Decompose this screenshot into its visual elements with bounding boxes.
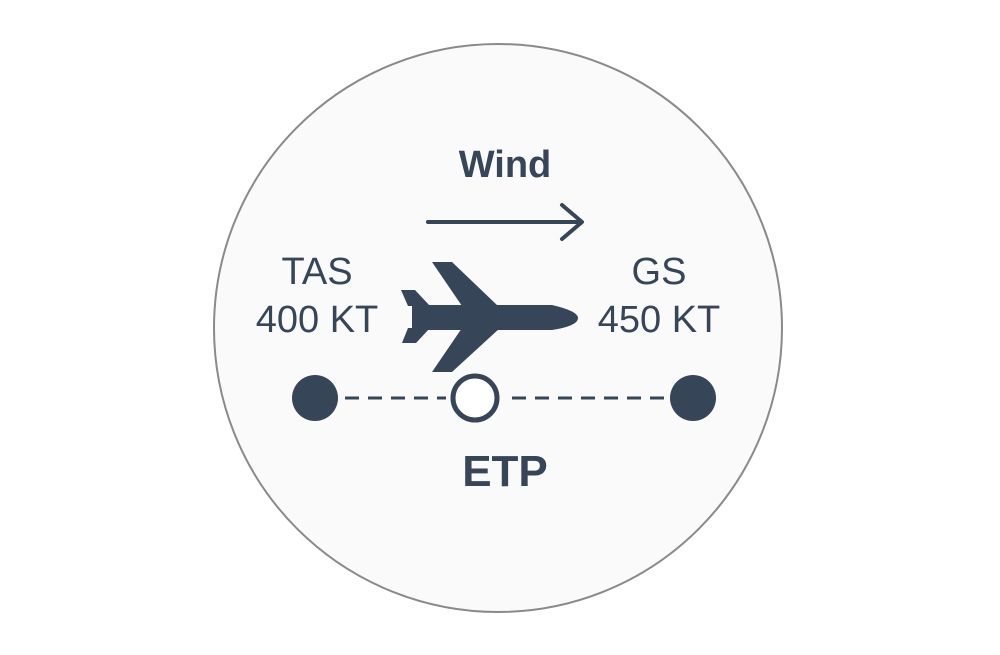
tas-label: TAS <box>281 251 353 293</box>
wind-label: Wind <box>458 144 552 186</box>
departure-point <box>292 375 338 421</box>
gs-label: GS <box>631 251 687 293</box>
tas-block: TAS 400 KT <box>232 248 402 344</box>
tas-value: 400 KT <box>255 299 379 341</box>
etp-point <box>450 373 500 423</box>
wind-arrow-icon <box>426 203 584 241</box>
etp-label: ETP <box>462 447 548 496</box>
gs-value: 450 KT <box>597 299 721 341</box>
gs-block: GS 450 KT <box>574 248 744 344</box>
airplane-icon <box>401 262 578 372</box>
destination-point <box>670 375 716 421</box>
